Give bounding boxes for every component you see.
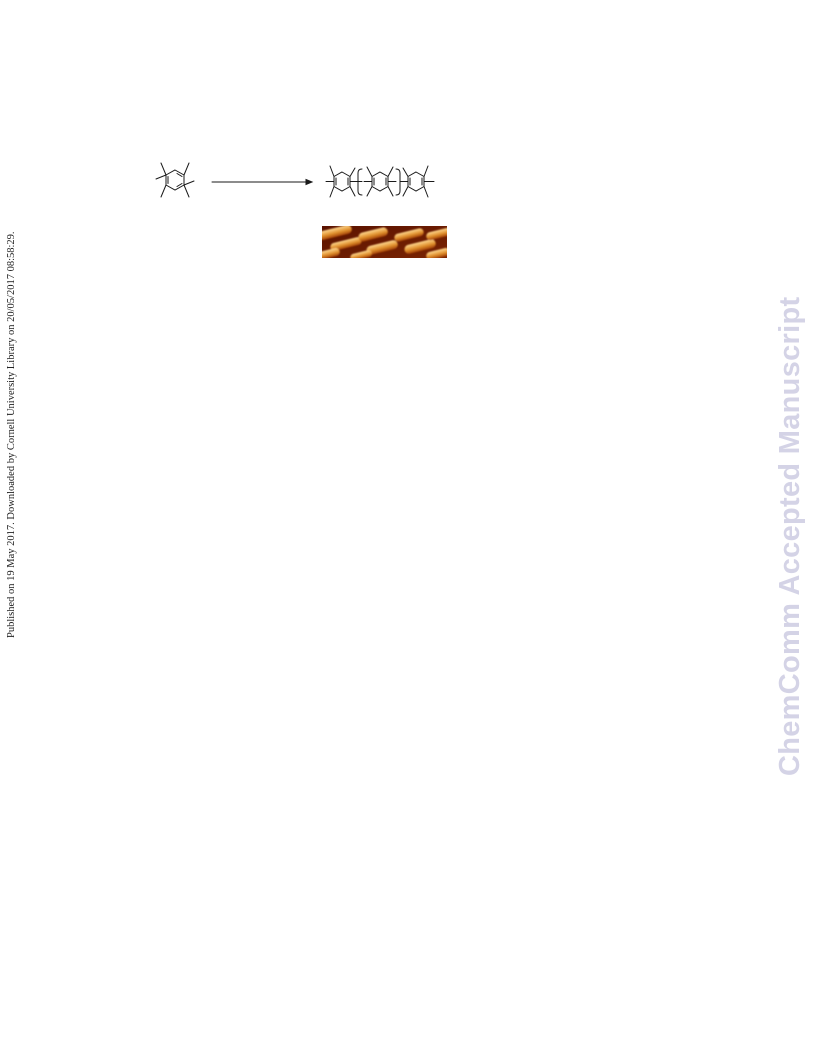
stm-image (322, 226, 447, 258)
reactant-structure (155, 162, 195, 198)
reaction-scheme (155, 162, 435, 198)
manuscript-watermark: ChemComm Accepted Manuscript (772, 278, 806, 778)
publication-side-note-text: Published on 19 May 2017. Downloaded by … (6, 231, 17, 638)
product-structure (325, 165, 435, 198)
arrow-right-icon (211, 178, 314, 186)
publication-side-note: Published on 19 May 2017. Downloaded by … (4, 230, 20, 640)
manuscript-watermark-text: ChemComm Accepted Manuscript (774, 296, 806, 776)
